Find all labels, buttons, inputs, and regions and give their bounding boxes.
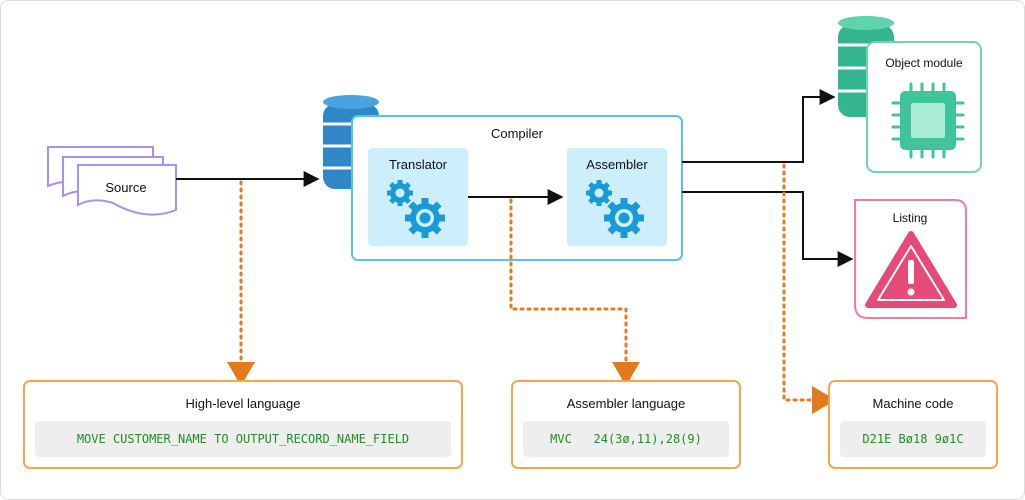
compiler-title: Compiler	[491, 126, 544, 141]
machine-code-title: Machine code	[872, 396, 954, 411]
assembler-code: MVC 24(3ø,11),28(9)	[550, 432, 702, 446]
assembler-code-box: MVC 24(3ø,11),28(9)	[523, 421, 729, 457]
machine-code: D21E Bø18 9ø1C	[862, 432, 964, 446]
listing-label: Listing	[893, 211, 928, 225]
source-label: Source	[105, 180, 146, 195]
compiler-to-object-arrow	[682, 89, 836, 163]
source-stack-icon	[47, 146, 177, 216]
high-level-code-box: MOVE CUSTOMER_NAME TO OUTPUT_RECORD_NAME…	[35, 421, 451, 457]
machine-code-box: D21E Bø18 9ø1C	[840, 421, 986, 457]
high-level-code: MOVE CUSTOMER_NAME TO OUTPUT_RECORD_NAME…	[76, 432, 410, 446]
machine-dotted-arrow	[782, 163, 836, 414]
object-module-label: Object module	[885, 56, 963, 70]
chip-icon	[891, 82, 965, 159]
assembler-language-panel: Assembler language MVC 24(3ø,11),28(9)	[511, 380, 741, 469]
high-level-language-title: High-level language	[185, 396, 301, 411]
assembler-dotted-arrow	[509, 198, 640, 386]
warning-icon	[865, 231, 957, 308]
high-level-language-panel: High-level language MOVE CUSTOMER_NAME T…	[23, 380, 463, 469]
assembler-language-title: Assembler language	[566, 396, 686, 411]
translator-label: Translator	[389, 157, 448, 172]
compiler-to-listing-arrow	[682, 191, 854, 267]
assembler-label: Assembler	[586, 157, 648, 172]
machine-code-panel: Machine code D21E Bø18 9ø1C	[828, 380, 998, 469]
high-level-dotted-arrow	[227, 180, 255, 386]
